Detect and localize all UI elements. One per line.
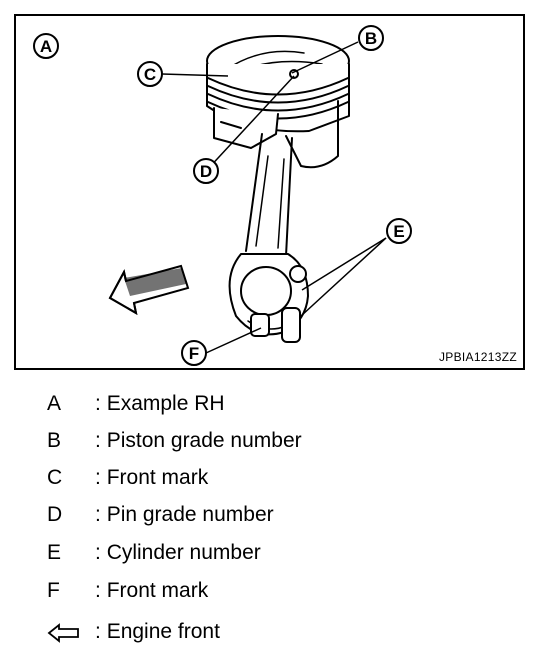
- leader-line-c: [161, 73, 229, 77]
- leader-line-e1: [301, 237, 387, 291]
- legend-separator: :: [95, 392, 101, 415]
- svg-text:B: B: [365, 29, 377, 48]
- legend-description: : Example RH: [95, 392, 225, 416]
- callout-f: F: [181, 340, 207, 366]
- legend-item: D : Pin grade number: [0, 503, 560, 533]
- callout-a: A: [33, 33, 59, 59]
- legend-key: B: [47, 429, 62, 452]
- svg-text:F: F: [189, 344, 199, 363]
- legend-description: : Cylinder number: [95, 541, 261, 565]
- leader-line-b: [291, 41, 359, 74]
- callout-c: C: [137, 61, 163, 87]
- legend-separator: :: [95, 579, 101, 602]
- connecting-rod-shank: [245, 133, 293, 257]
- callout-b: B: [358, 25, 384, 51]
- legend-description: : Front mark: [95, 466, 208, 490]
- leader-line-e2: [300, 237, 387, 317]
- engine-front-arrow-icon: [108, 264, 190, 315]
- legend-item: B : Piston grade number: [0, 429, 560, 459]
- legend-description: : Engine front: [95, 620, 220, 644]
- legend-separator: :: [95, 466, 101, 489]
- leader-line-f: [205, 327, 262, 354]
- piston-connecting-rod-illustration: A B C D E F: [33, 25, 412, 366]
- piston-diagram: A B C D E F JPBIA1213ZZ: [14, 14, 525, 370]
- callout-d: D: [193, 158, 219, 184]
- svg-text:D: D: [200, 162, 212, 181]
- legend-text: Cylinder number: [106, 541, 261, 564]
- figure-reference-code: JPBIA1213ZZ: [438, 350, 517, 364]
- legend-key: F: [47, 579, 60, 602]
- legend-text: Piston grade number: [106, 429, 302, 452]
- legend-separator: :: [95, 503, 101, 526]
- legend-item: : Engine front: [0, 620, 560, 650]
- legend-text: Front mark: [106, 579, 209, 602]
- legend-key: E: [47, 541, 62, 564]
- legend-separator: :: [95, 541, 101, 564]
- svg-text:A: A: [40, 37, 52, 56]
- legend-key: D: [47, 503, 63, 526]
- legend-item: E : Cylinder number: [0, 541, 560, 571]
- legend-item: A : Example RH: [0, 392, 560, 422]
- legend-item: F : Front mark: [0, 579, 560, 609]
- leader-line-d: [205, 75, 295, 172]
- legend-item: C : Front mark: [0, 466, 560, 496]
- legend-key: A: [47, 392, 62, 415]
- legend-key: C: [47, 466, 63, 489]
- legend-description: : Pin grade number: [95, 503, 274, 527]
- legend-text: Example RH: [106, 392, 225, 415]
- svg-text:E: E: [393, 222, 404, 241]
- legend-description: : Piston grade number: [95, 429, 302, 453]
- legend-separator: :: [95, 429, 101, 452]
- svg-text:C: C: [144, 65, 156, 84]
- legend-text: Engine front: [106, 620, 220, 643]
- legend-separator: :: [95, 620, 101, 643]
- legend-text: Front mark: [106, 466, 209, 489]
- callout-e: E: [386, 218, 412, 244]
- legend-description: : Front mark: [95, 579, 208, 603]
- legend-text: Pin grade number: [106, 503, 274, 526]
